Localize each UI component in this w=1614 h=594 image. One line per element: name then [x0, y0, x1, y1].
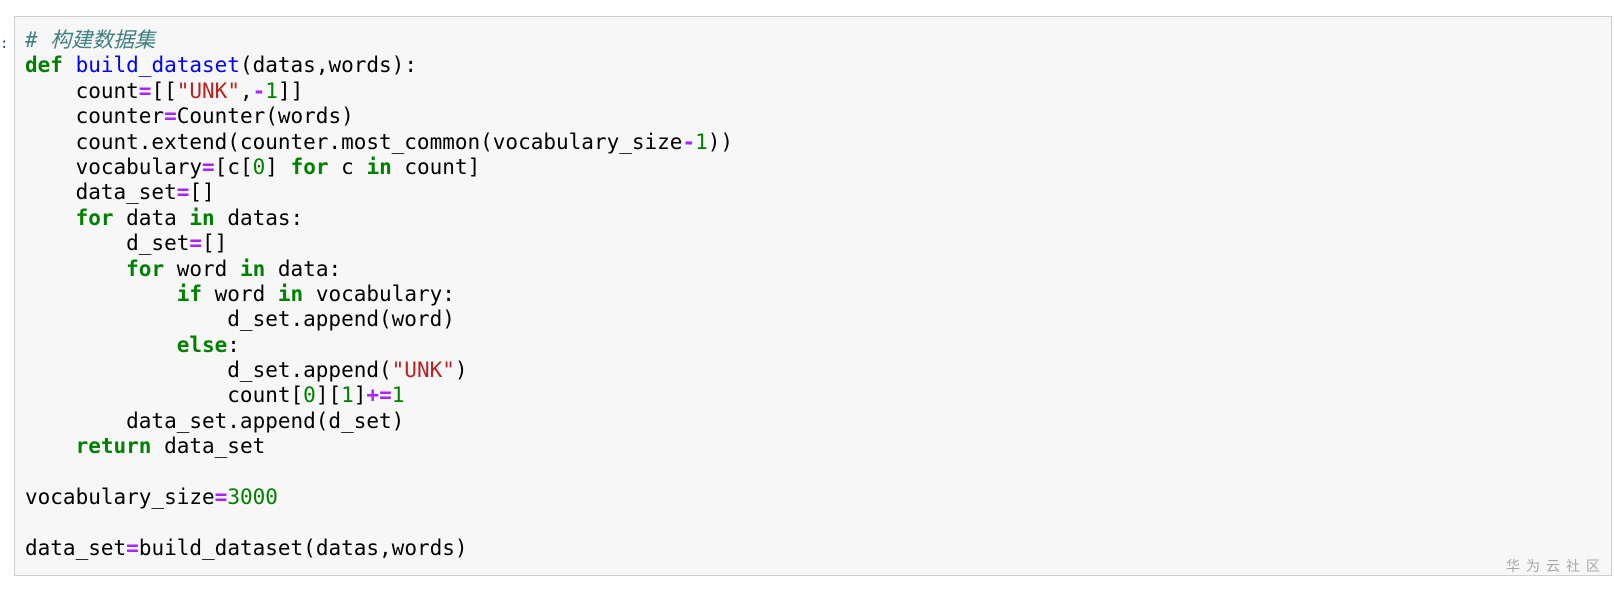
keyword-token: for — [126, 256, 165, 281]
code-line: return data_set — [25, 434, 733, 459]
code-token — [25, 282, 177, 306]
code-line: if word in vocabulary: — [25, 282, 733, 307]
code-line: else: — [25, 333, 733, 358]
code-token: : — [227, 332, 240, 357]
code-token: ) — [454, 358, 468, 383]
code-token: word — [202, 281, 278, 306]
code-line: vocabulary=[c[0] for c in count] — [25, 155, 733, 180]
watermark-text: 华为云社区 — [1506, 559, 1606, 575]
keyword-token: in — [239, 256, 266, 281]
code-token: count[ — [25, 383, 304, 408]
code-token: ]] — [277, 78, 304, 103]
code-token: datas: — [214, 205, 304, 230]
code-token: count.extend(counter.most_common(vocabul… — [25, 129, 683, 154]
comment-token: # 构建数据集 — [25, 28, 156, 52]
code-token: vocabulary — [25, 154, 203, 179]
operator-token: = — [138, 78, 152, 103]
code-token: counter — [25, 104, 165, 129]
code-line: data_set=build_dataset(datas,words) — [25, 536, 733, 561]
operator-token: = — [176, 180, 190, 205]
code-line: d_set.append(word) — [25, 307, 733, 332]
operator-token: = — [189, 231, 203, 256]
operator-token: = — [202, 154, 215, 179]
number-token: 1 — [695, 129, 708, 154]
code-token: data_set.append(d_set) — [25, 408, 405, 433]
code-token: vocabulary: — [303, 281, 455, 306]
code-token: data_set — [25, 180, 177, 205]
code-token — [25, 257, 126, 281]
code-line: count=[["UNK",-1]] — [25, 79, 733, 104]
keyword-token: else — [176, 332, 228, 357]
code-token: vocabulary_size — [25, 485, 215, 510]
code-token: d_set.append( — [25, 358, 392, 383]
code-line: d_set=[] — [25, 231, 733, 256]
code-token: c — [328, 154, 367, 179]
function-name-token: build_dataset — [75, 53, 240, 78]
code-token: d_set — [25, 231, 190, 256]
code-line: d_set.append("UNK") — [25, 358, 733, 383]
code-line: counter=Counter(words) — [25, 104, 733, 129]
operator-token: = — [164, 104, 177, 129]
code-line: data_set.append(d_set) — [25, 409, 733, 434]
code-token — [63, 53, 76, 77]
code-token: ] — [353, 383, 367, 408]
operator-token: = — [214, 485, 228, 510]
code-token: (datas,words): — [239, 53, 417, 78]
operator-token: += — [366, 383, 392, 408]
operator-token: - — [682, 129, 696, 154]
code-token: Counter(words) — [176, 104, 354, 129]
keyword-token: def — [25, 53, 63, 78]
string-token: "UNK" — [391, 358, 455, 383]
keyword-token: for — [290, 154, 329, 179]
code-token: data — [113, 205, 190, 230]
number-token: 1 — [341, 383, 354, 408]
code-token: data: — [265, 256, 342, 281]
code-token: ] — [265, 154, 291, 179]
code-token — [25, 206, 76, 230]
operator-token: - — [252, 78, 266, 103]
code-token — [25, 434, 76, 458]
code-line: ​ — [25, 460, 733, 485]
code-token: )) — [707, 129, 734, 154]
code-line: count[0][1]+=1 — [25, 383, 733, 408]
code-line: ​ — [25, 510, 733, 535]
code-token: word — [164, 256, 240, 281]
code-line: def build_dataset(datas,words): — [25, 53, 733, 78]
code-line: for word in data: — [25, 257, 733, 282]
string-token: "UNK" — [176, 78, 240, 103]
code-token: d_set.append(word) — [25, 307, 455, 332]
keyword-token: in — [366, 154, 392, 179]
code-token: [] — [189, 180, 215, 205]
code-line: for data in datas: — [25, 206, 733, 231]
keyword-token: for — [75, 205, 114, 230]
number-token: 0 — [252, 154, 266, 179]
keyword-token: in — [277, 281, 304, 306]
code-token: [[ — [151, 78, 177, 103]
code-token: count — [25, 78, 139, 103]
code-token: [c[ — [214, 154, 253, 179]
number-token: 0 — [303, 383, 316, 408]
number-token: 1 — [391, 383, 405, 408]
code-token: data_set — [25, 535, 127, 560]
code-token — [25, 333, 177, 357]
operator-token: = — [126, 535, 139, 560]
number-token: 3000 — [227, 485, 278, 510]
keyword-token: return — [75, 434, 152, 459]
number-token: 1 — [265, 78, 278, 103]
code-token: [] — [202, 231, 228, 256]
code-token: ][ — [315, 383, 342, 408]
code-line: count.extend(counter.most_common(vocabul… — [25, 129, 734, 155]
code-line: # 构建数据集 — [25, 28, 733, 53]
code-line: vocabulary_size=3000 — [25, 485, 733, 510]
code-token: , — [239, 78, 253, 103]
code-token: count] — [391, 154, 481, 179]
keyword-token: if — [176, 281, 203, 306]
keyword-token: in — [189, 205, 215, 230]
code-line: data_set=[] — [25, 180, 733, 205]
code-token: data_set — [151, 434, 266, 459]
code-token: build_dataset(datas,words) — [138, 535, 468, 560]
cell-prompt-marker: : — [0, 36, 9, 52]
